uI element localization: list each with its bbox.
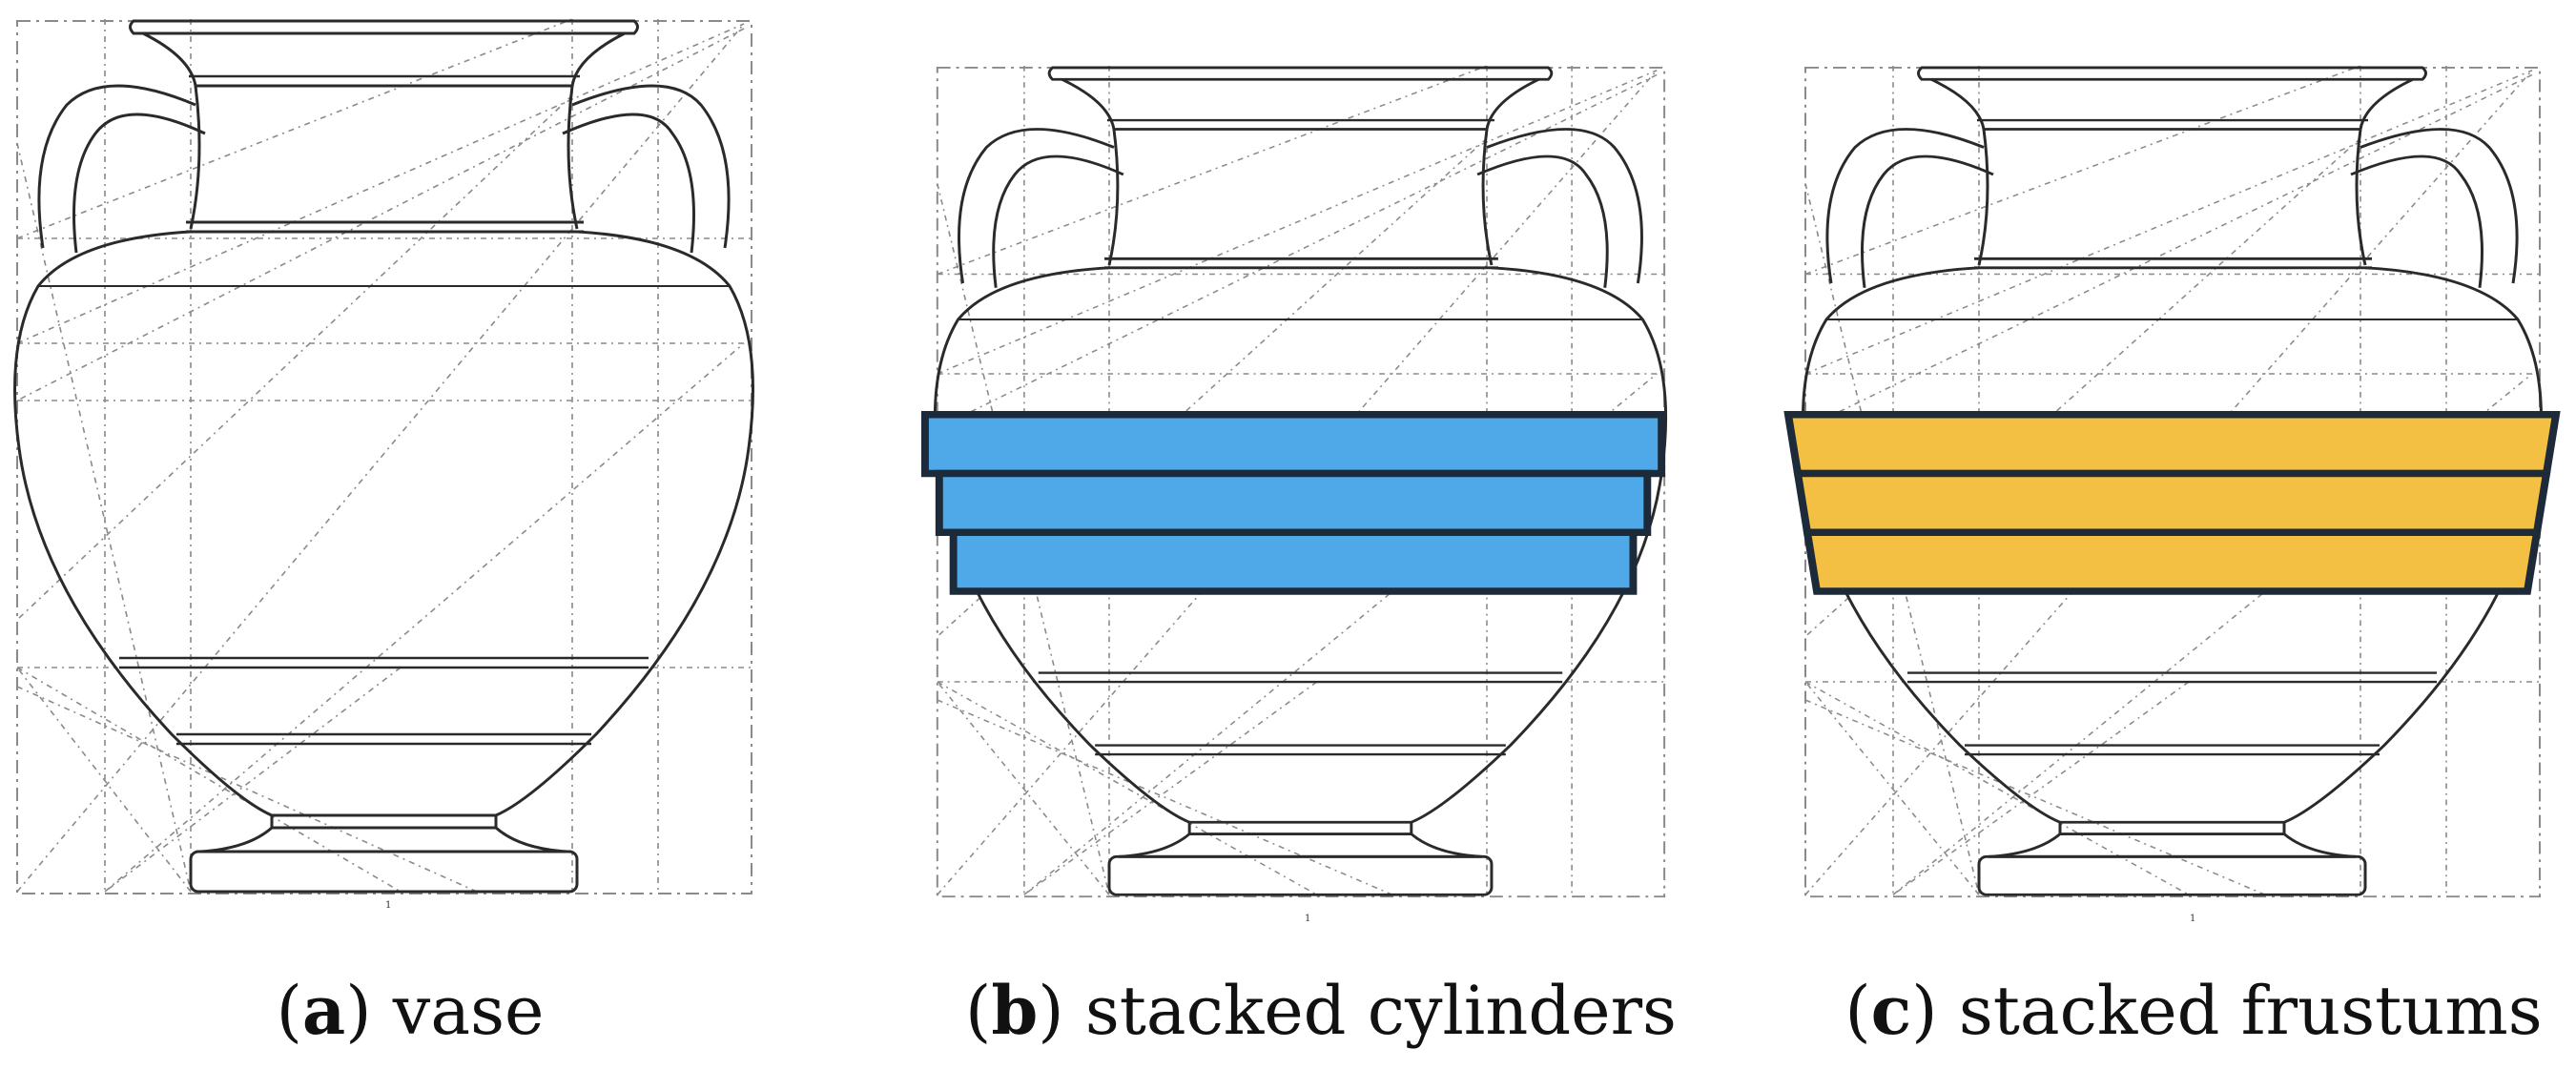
frustum-3: [1803, 528, 2542, 595]
vase-foot-flare-b: [1118, 833, 1483, 858]
construction-line-a-6: [16, 686, 478, 893]
vase-lip-a: [142, 31, 626, 88]
vase-foot-flare-a: [199, 826, 568, 853]
construction-frame-a: [16, 20, 752, 894]
construction-line-a-0: [16, 23, 745, 893]
vase-foot-collar-a: [270, 813, 498, 830]
panel-c: [1783, 65, 2561, 898]
vase-handle-right-a: [562, 84, 731, 254]
vase-rim-b: [1047, 66, 1554, 81]
construction-line-b-7: [1023, 681, 1318, 895]
caption-c-letter: c: [1870, 971, 1912, 1050]
vase-foot-base-b: [1107, 854, 1494, 896]
caption-a-label: vase: [392, 972, 545, 1050]
construction-line-a-5: [16, 667, 192, 893]
caption-b: (b) stacked cylinders: [965, 971, 1677, 1050]
vase-handle-right-b: [1476, 128, 1643, 288]
vase-handle-left-c: [1825, 128, 1994, 288]
construction-line-a-8: [16, 142, 192, 893]
page-number-a: 1: [385, 900, 392, 911]
vase-lip-b: [1061, 77, 1540, 131]
vase-neck-a: [189, 85, 579, 230]
caption-b-label: stacked cylinders: [1084, 972, 1677, 1050]
vase-handle-right-c: [2350, 128, 2519, 288]
vase-handle-left-a: [37, 84, 206, 254]
construction-line-b-4: [937, 681, 1318, 895]
vase-foot-flare-c: [1988, 833, 2357, 858]
caption-b-letter: b: [991, 971, 1039, 1050]
vase-foot-base-c: [1977, 854, 2367, 896]
vase-neck-b: [1107, 129, 1494, 266]
cylinder-1: [920, 410, 1666, 478]
caption-a-letter: a: [301, 971, 346, 1050]
construction-line-a-7: [104, 667, 402, 893]
construction-line-a-4: [16, 667, 402, 893]
vase-rim-a: [129, 19, 639, 35]
construction-line-b-9: [937, 73, 1658, 429]
vase-rim-c: [1917, 66, 2427, 81]
construction-line-b-5: [937, 681, 1110, 895]
construction-line-b-1: [937, 70, 1658, 375]
construction-line-c-6: [1804, 699, 2266, 895]
vase-body-outline-a: [13, 230, 754, 817]
construction-line-a-3: [104, 342, 745, 893]
cylinder-3: [949, 528, 1638, 595]
vase-handle-left-b: [958, 128, 1124, 288]
construction-line-a-10: [16, 94, 573, 621]
construction-line-c-8: [1804, 183, 1980, 895]
construction-line-c-7: [1892, 681, 2190, 895]
construction-line-c-1: [1804, 70, 2533, 375]
caption-a: (a) vase: [276, 971, 545, 1050]
construction-line-a-9: [16, 28, 745, 401]
vase-foot-collar-b: [1187, 820, 1413, 836]
vase-foot-base-a: [189, 850, 579, 894]
page-number-c: 1: [2190, 914, 2196, 924]
vase-neck-c: [1977, 129, 2367, 266]
construction-line-c-9: [1804, 73, 2533, 429]
panel-a: [13, 18, 754, 894]
construction-line-b-6: [937, 699, 1393, 895]
construction-line-c-3: [1892, 373, 2533, 895]
caption-c: (c) stacked frustums: [1844, 971, 2543, 1050]
cylinder-2: [935, 469, 1652, 537]
frustum-2: [1793, 469, 2551, 537]
construction-line-c-5: [1804, 681, 1980, 895]
construction-line-c-4: [1804, 681, 2190, 895]
page-number-b: 1: [1305, 914, 1311, 924]
caption-c-label: stacked frustums: [1958, 972, 2543, 1050]
frustum-1: [1783, 410, 2561, 478]
construction-line-b-8: [937, 183, 1110, 895]
vase-foot-collar-c: [2058, 820, 2286, 836]
construction-line-a-1: [16, 23, 745, 344]
vase-lip-c: [1930, 77, 2414, 131]
construction-line-b-3: [1023, 373, 1658, 895]
panel-b: [920, 65, 1668, 898]
